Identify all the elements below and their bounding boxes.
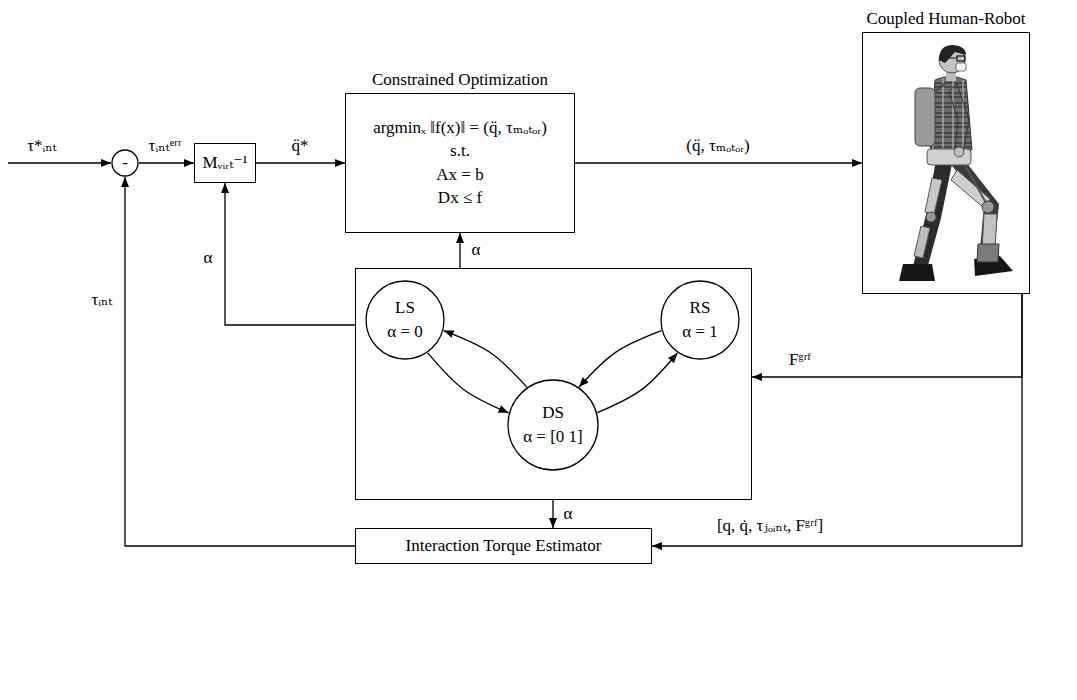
signal-label: q̈* (290, 136, 311, 156)
connector-arrow (125, 177, 355, 546)
gain-box: Mᵥᵢᵣₜ⁻¹ (194, 143, 256, 183)
connector-arrow (459, 233, 460, 268)
node-label: α = 1 (682, 322, 718, 342)
connector-arrow (552, 500, 553, 528)
arm (949, 84, 969, 148)
torso (930, 77, 972, 153)
node-label: DS (542, 403, 564, 423)
node-label: α = [0 1] (523, 427, 583, 447)
heading: Coupled Human-Robot (866, 9, 1025, 29)
state-machine-box: LS α = 0 RS α = 1 DS α = [0 1] (355, 268, 752, 500)
circle-outline (365, 280, 445, 360)
node-content: argminₓ ‖f(x)‖ = (q̈, τₘₒₜₒᵣ) s.t. Ax = b D… (346, 94, 574, 232)
glasses (957, 56, 965, 61)
circle-shape (366, 281, 444, 359)
state-circle: RS α = 1 (660, 280, 740, 360)
signal-label: [q, q̇, τⱼₒᵢₙₜ, Fᵍʳᶠ] (715, 516, 825, 536)
node-label: LS (395, 298, 415, 318)
human-robot-illustration (899, 45, 1013, 281)
node-label: Dx ≤ f (438, 188, 482, 208)
hair (939, 45, 966, 63)
node-label: RS (690, 298, 711, 318)
connector-arrow (575, 162, 862, 163)
node-content: DS α = [0 1] (507, 379, 599, 471)
connector-arrow (752, 294, 1022, 377)
plant-box: Coupled Human-Robot (862, 32, 1030, 294)
signal-label: α (202, 248, 215, 268)
back-leg (913, 160, 952, 269)
heading: Constrained Optimization (372, 70, 548, 90)
node-label: Ax = b (436, 165, 483, 185)
node-content: Interaction Torque Estimator (356, 529, 651, 563)
thigh-rod (965, 165, 986, 203)
signal-label: τᵢₙₜ (89, 290, 114, 310)
face-mask (956, 63, 966, 71)
front-leg (947, 157, 999, 263)
summing-junction: - (111, 149, 139, 177)
optimization-box: argminₓ ‖f(x)‖ = (q̈, τₘₒₜₒᵣ) s.t. Ax = b D… (345, 93, 575, 233)
signal-label: Fᵍʳᶠ (787, 350, 813, 370)
circle-shape (508, 380, 598, 470)
connector-arrow (444, 331, 527, 388)
connector-arrow (652, 294, 1022, 546)
node-label: s.t. (450, 141, 470, 161)
process-box: Interaction Torque Estimator (355, 528, 652, 564)
back-thigh-plate (925, 178, 942, 214)
circle-outline (507, 379, 599, 471)
signal-label: τᵢₙₜᵉʳʳ (147, 136, 184, 156)
input-arrow (8, 162, 111, 163)
back-shoe (899, 264, 935, 281)
input-label: τ*ᵢₙₜ (25, 136, 59, 156)
state-circle: DS α = [0 1] (507, 379, 599, 471)
connector-arrow (597, 353, 677, 413)
circle-outline (660, 280, 740, 360)
node-content: RS α = 1 (660, 280, 740, 360)
circle-shape (661, 281, 739, 359)
state-circle: LS α = 0 (365, 280, 445, 360)
connector-arrow (256, 162, 345, 163)
signal-label: α (562, 504, 575, 524)
hand (954, 147, 964, 157)
node-label: argminₓ ‖f(x)‖ = (q̈, τₘₒₜₒᵣ) (373, 118, 547, 138)
glasses-arm (948, 58, 957, 59)
back-knee-joint (926, 212, 936, 222)
backpack (915, 88, 935, 146)
ankle-brace (977, 244, 999, 262)
circle-shape (112, 150, 138, 176)
node-label: α = 0 (387, 322, 423, 342)
node-label: Mᵥᵢᵣₜ⁻¹ (202, 153, 247, 173)
signal-label: α (470, 240, 483, 260)
connector-arrow (579, 331, 661, 387)
node-content: LS α = 0 (365, 280, 445, 360)
node-label: Interaction Torque Estimator (406, 536, 602, 556)
back-shank-plate (914, 226, 930, 258)
connector-arrow (139, 162, 194, 163)
connector-arrow (225, 183, 355, 325)
node-label: - (122, 153, 128, 173)
node-content (863, 33, 1029, 293)
backpack-strap (935, 84, 944, 92)
node-content: - (111, 149, 139, 177)
front-knee-joint (982, 201, 994, 213)
signal-label: (q̈, τₘₒₜₒᵣ) (684, 136, 751, 156)
node-content: Mᵥᵢᵣₜ⁻¹ (195, 144, 255, 182)
connector-arrow (428, 353, 509, 413)
